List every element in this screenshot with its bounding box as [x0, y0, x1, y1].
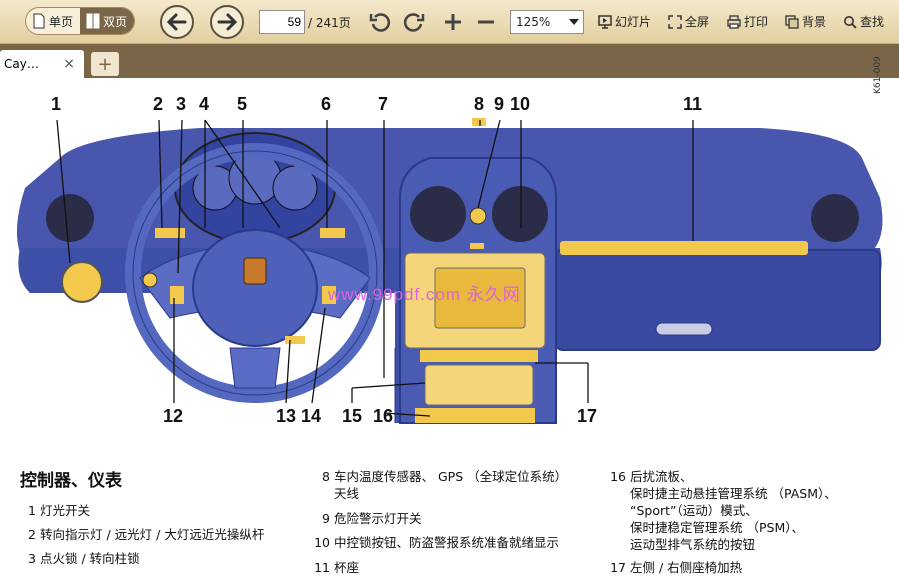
plus-icon: +: [97, 53, 113, 75]
callout-15: 15: [342, 406, 363, 426]
legend-item-continued: 保时捷主动悬挂管理系统 （PASM）、: [630, 486, 837, 501]
slideshow-label: 幻灯片: [615, 15, 652, 29]
callout-10: 10: [510, 94, 531, 114]
legend-heading: 控制器、仪表: [20, 471, 122, 491]
fullscreen-icon: [668, 14, 682, 29]
find-label: 查找: [860, 15, 885, 29]
callout-14: 14: [301, 406, 322, 426]
background-label: 背景: [802, 15, 827, 29]
watermark: www.99pdf.com 永久网: [328, 285, 521, 304]
single-page-label: 单页: [49, 14, 74, 29]
legend-item-continued: 运动型排气系统的按钮: [630, 537, 756, 552]
print-label: 打印: [744, 15, 769, 29]
callout-17: 17: [577, 406, 598, 426]
printer-icon: [727, 14, 741, 29]
rotate-left-button[interactable]: [368, 10, 392, 34]
close-icon[interactable]: ×: [63, 56, 75, 72]
print-button[interactable]: 打印: [727, 13, 768, 30]
rotate-ccw-icon: [369, 13, 391, 32]
fullscreen-button[interactable]: 全屏: [668, 13, 709, 30]
callout-5: 5: [237, 94, 248, 114]
plus-icon: [445, 14, 461, 30]
single-page-icon: [33, 13, 45, 29]
callout-2: 2: [153, 94, 164, 114]
chevron-down-icon: [569, 19, 579, 25]
search-icon: [844, 15, 857, 29]
callout-16: 16: [373, 406, 394, 426]
previous-page-button[interactable]: [160, 5, 194, 39]
callout-7: 7: [378, 94, 389, 114]
background-button[interactable]: 背景: [785, 13, 826, 30]
callout-9: 9: [494, 94, 505, 114]
tab-bar: Cay… × +: [0, 44, 899, 78]
callout-13: 13: [276, 406, 297, 426]
tab-label: Cay…: [4, 57, 39, 71]
zoom-value: 125%: [516, 15, 551, 29]
callout-12: 12: [163, 406, 184, 426]
callout-11: 11: [683, 94, 703, 114]
slideshow-button[interactable]: 幻灯片: [598, 13, 651, 30]
next-page-button[interactable]: [210, 5, 244, 39]
toolbar: 单页 双页 / 241页 125% 幻灯片 全屏 打印: [0, 0, 899, 44]
single-page-button[interactable]: 单页: [26, 8, 80, 34]
fullscreen-label: 全屏: [685, 15, 710, 29]
callout-4: 4: [199, 94, 210, 114]
rotate-cw-icon: [403, 13, 425, 32]
slideshow-icon: [598, 14, 612, 29]
view-mode-group: 单页 双页: [25, 7, 136, 35]
arrow-left-icon: [166, 13, 187, 31]
double-page-label: 双页: [103, 14, 128, 29]
zoom-out-button[interactable]: [474, 10, 498, 34]
double-page-icon: [86, 13, 100, 29]
callout-3: 3: [176, 94, 187, 114]
callout-6: 6: [321, 94, 332, 114]
callout-1: 1: [51, 94, 62, 114]
page-total: / 241页: [308, 16, 351, 30]
zoom-select[interactable]: 125%: [510, 10, 584, 34]
callout-8: 8: [474, 94, 485, 114]
minus-icon: [478, 20, 494, 24]
zoom-in-button[interactable]: [441, 10, 465, 34]
rotate-right-button[interactable]: [402, 10, 426, 34]
arrow-right-icon: [217, 13, 238, 31]
background-icon: [785, 14, 799, 29]
double-page-button[interactable]: 双页: [80, 8, 135, 34]
document-tab[interactable]: Cay… ×: [0, 50, 84, 78]
new-tab-button[interactable]: +: [91, 52, 119, 76]
find-button[interactable]: 查找: [843, 13, 884, 30]
dashboard-illustration: [16, 118, 883, 424]
legend-item-continued: 保时捷稳定管理系统 （PSM）、: [630, 520, 804, 535]
page-number-input[interactable]: [259, 10, 305, 34]
legend-item-continued: 天线: [334, 486, 360, 501]
legend-item-continued: “Sport”（运动）模式、: [630, 503, 758, 518]
document-page: 1 2 3 4 5 6 7 8 9 10 11 12 13 14 15 16 1…: [0, 56, 899, 575]
